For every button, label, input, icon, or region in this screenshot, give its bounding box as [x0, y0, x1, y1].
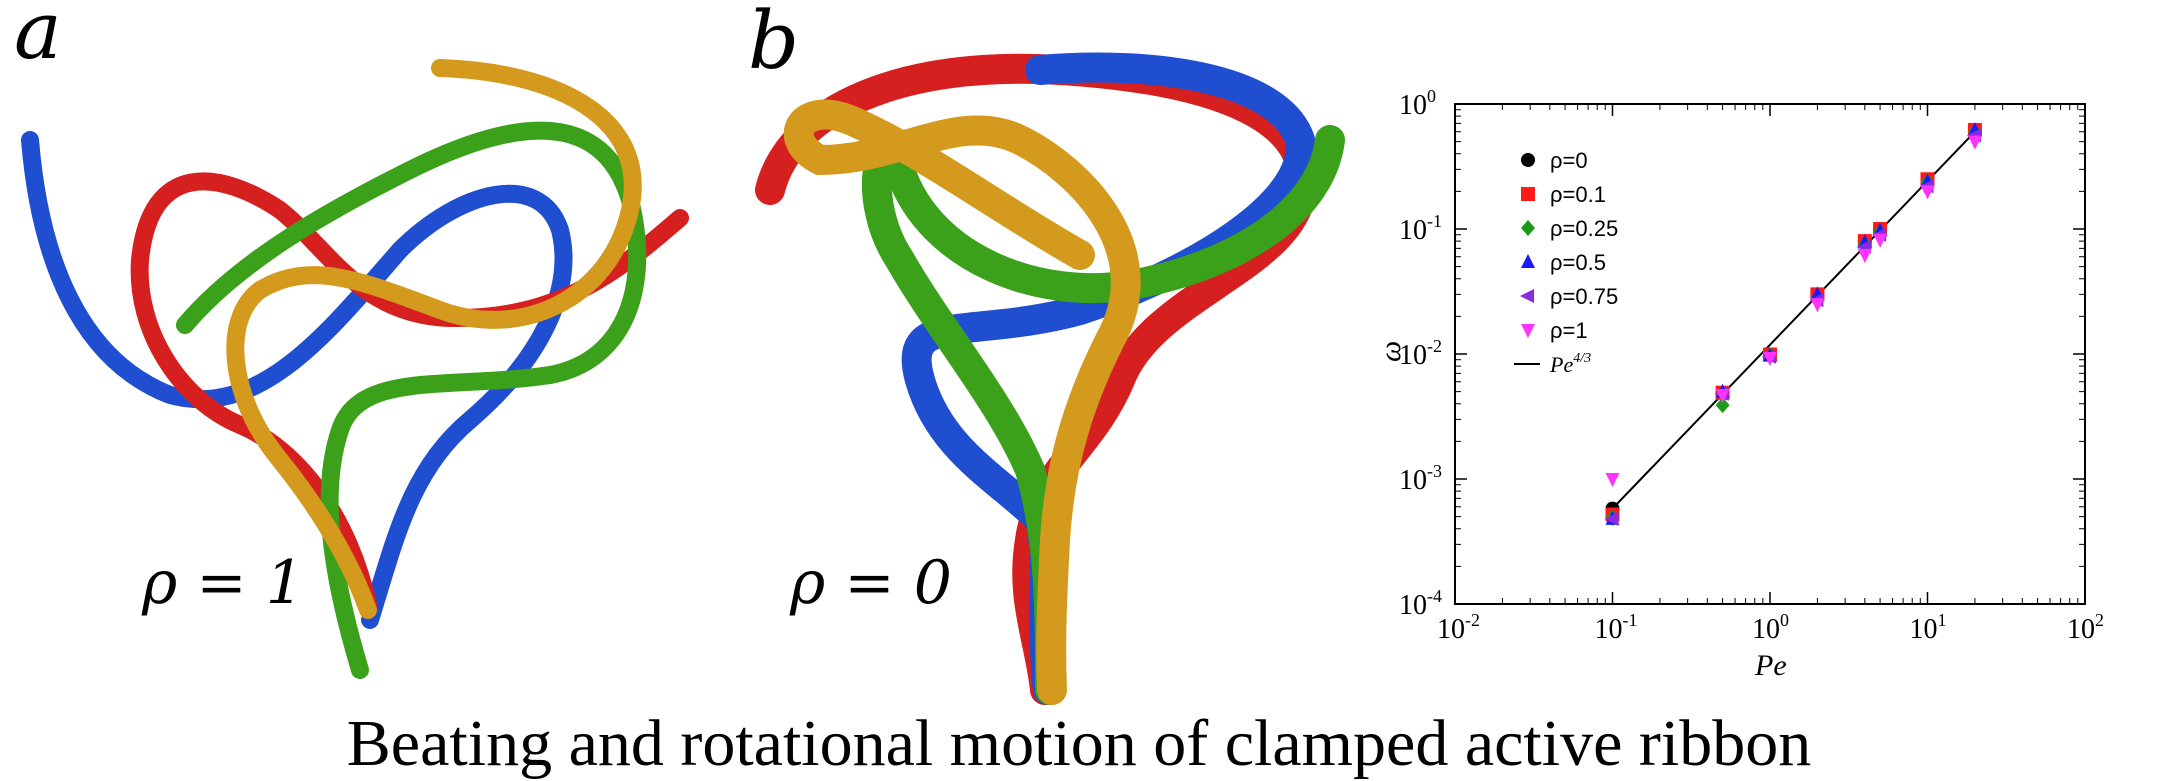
- y-tick-label: 10-3: [1399, 461, 1442, 496]
- y-tick-label: 10-2: [1399, 336, 1442, 371]
- fit-line-layer: [1611, 131, 1976, 510]
- y-axis-ticks: [1455, 103, 2085, 605]
- legend-marker: [1521, 254, 1535, 268]
- data-point-series-5: [1605, 473, 1620, 487]
- y-tick-label: 10-4: [1399, 586, 1442, 621]
- legend-label: ρ=0.25: [1550, 216, 1618, 241]
- legend-marker: [1521, 153, 1535, 167]
- data-point-series-2: [1715, 397, 1730, 414]
- x-tick-label: 10-2: [1437, 610, 1480, 645]
- y-tick-label: 10-1: [1399, 211, 1442, 246]
- fit-line-pe-4-3: [1611, 131, 1976, 510]
- y-axis-label: ω: [1374, 341, 1407, 362]
- ribbon-orange-b: [783, 99, 1141, 705]
- legend-label: ρ=1: [1550, 318, 1588, 343]
- omega-vs-pe-chart: 10-2 10-1 100 101 102 100 10-1 10-2 10-3 10-4 Pe…: [1374, 86, 2104, 682]
- legend-marker: [1521, 220, 1535, 236]
- data-point-series-5: [1967, 135, 1982, 150]
- x-tick-label: 101: [1910, 610, 1947, 645]
- data-point-series-5: [1810, 298, 1825, 313]
- figure-caption: Beating and rotational motion of clamped…: [347, 707, 1811, 780]
- panel-b-rho-label: ρ = 0: [789, 548, 952, 618]
- x-axis-ticks: [1454, 104, 2086, 604]
- legend-label: ρ=0: [1550, 148, 1588, 173]
- x-axis-label: Pe: [1754, 649, 1787, 682]
- x-axis-tick-labels: 10-2 10-1 100 101 102: [1437, 610, 2104, 645]
- ribbon-blue-a: [21, 131, 573, 629]
- data-points-layer: [1604, 121, 1982, 526]
- data-point-series-4: [1604, 511, 1619, 526]
- legend-label: ρ=0.75: [1550, 284, 1618, 309]
- panel-b-letter: b: [748, 0, 799, 87]
- data-point-series-5: [1715, 388, 1730, 403]
- legend-fit-label: Pe4/3: [1549, 351, 1591, 377]
- panel-a-ribbons: [21, 59, 689, 679]
- panel-b-ribbons: [755, 52, 1345, 705]
- y-axis-tick-labels: 100 10-1 10-2 10-3 10-4: [1399, 86, 1442, 621]
- y-tick-label: 100: [1399, 86, 1436, 121]
- ribbon-green-a: [176, 121, 647, 679]
- x-tick-label: 10-1: [1595, 610, 1638, 645]
- legend-marker: [1520, 289, 1534, 303]
- legend-label: ρ=0.1: [1550, 182, 1606, 207]
- legend-marker: [1521, 187, 1535, 201]
- data-point-series-5: [1920, 185, 1935, 200]
- data-point-series-5: [1763, 351, 1777, 366]
- data-point-series-5: [1873, 233, 1888, 248]
- panel-a-rho-label: ρ = 1: [141, 548, 304, 618]
- ribbon-orange-a: [226, 59, 642, 619]
- panel-a-letter: a: [14, 0, 62, 77]
- legend-label: ρ=0.5: [1550, 250, 1606, 275]
- legend-marker: [1521, 324, 1535, 338]
- x-tick-label: 100: [1752, 610, 1789, 645]
- x-tick-label: 102: [2067, 610, 2104, 645]
- data-point-series-5: [1857, 248, 1872, 263]
